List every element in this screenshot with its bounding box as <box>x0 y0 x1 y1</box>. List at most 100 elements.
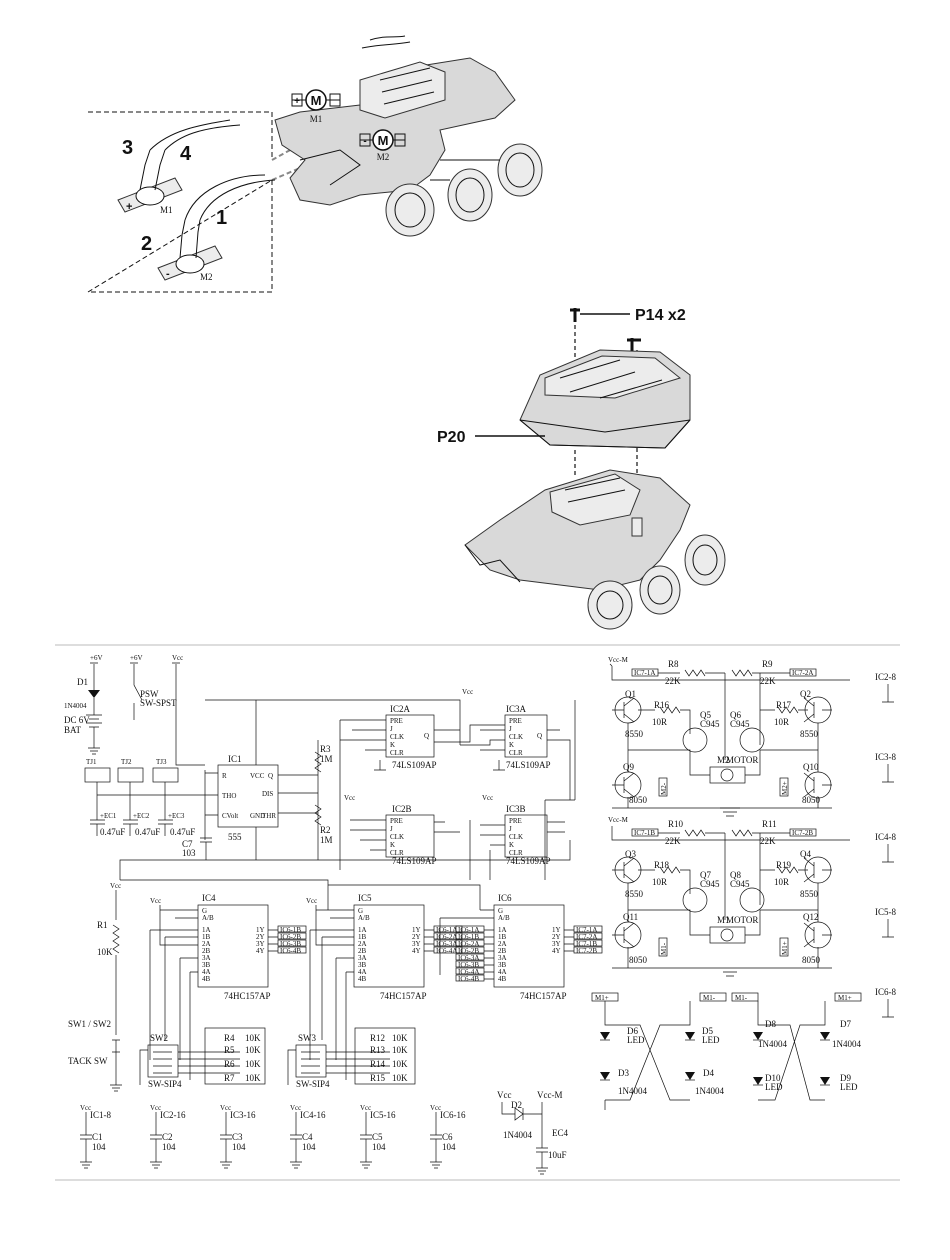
svg-text:G: G <box>358 907 363 915</box>
svg-text:CLK: CLK <box>390 833 404 841</box>
svg-text:Q3: Q3 <box>625 849 636 859</box>
svg-text:Q4: Q4 <box>800 849 811 859</box>
svg-text:C4: C4 <box>302 1132 313 1142</box>
svg-text:74LS109AP: 74LS109AP <box>506 856 551 866</box>
svg-text:103: 103 <box>182 848 196 858</box>
svg-text:SW-SPST: SW-SPST <box>140 698 177 708</box>
svg-text:10K: 10K <box>392 1033 408 1043</box>
svg-text:IC5-16: IC5-16 <box>370 1110 396 1120</box>
svg-text:IC6-3A: IC6-3A <box>458 954 479 962</box>
svg-text:IC3-16: IC3-16 <box>230 1110 256 1120</box>
svg-text:4A: 4A <box>358 968 367 976</box>
decoupling-cap-6: Vcc IC6-16 C6 104 <box>430 1104 466 1169</box>
svg-text:2B: 2B <box>498 947 507 955</box>
h-bridge-m1: Vcc-M IC7-1B IC7-2B R10 22K R11 22K Q3 8… <box>608 816 850 977</box>
svg-text:IC6-4B: IC6-4B <box>458 975 479 983</box>
svg-text:1Y: 1Y <box>412 926 421 934</box>
svg-text:MOTOR: MOTOR <box>726 755 758 765</box>
svg-text:+: + <box>294 96 300 107</box>
svg-text:74LS109AP: 74LS109AP <box>392 856 437 866</box>
svg-text:SW-SIP4: SW-SIP4 <box>296 1079 330 1089</box>
timer-section: TJ1 TJ2 TJ3 +EC1 +EC2 +EC3 0.47uF 0.47uF… <box>84 699 461 860</box>
led-indicators: M1+ M1- M1- M1+ D6 LED D5 LED D3 1N4004 … <box>591 992 861 1110</box>
svg-text:8550: 8550 <box>800 729 819 739</box>
svg-text:2Y: 2Y <box>412 933 421 941</box>
svg-text:M1-: M1- <box>660 942 668 955</box>
svg-text:LED: LED <box>627 1035 645 1045</box>
svg-text:SW-SIP4: SW-SIP4 <box>148 1079 182 1089</box>
svg-text:IC2A: IC2A <box>390 704 411 714</box>
svg-text:R19: R19 <box>776 860 792 870</box>
svg-text:22K: 22K <box>665 676 681 686</box>
svg-text:Vcc: Vcc <box>430 1104 441 1112</box>
svg-text:+EC2: +EC2 <box>133 812 150 820</box>
d1-label: D1 <box>77 677 88 687</box>
svg-text:22K: 22K <box>760 836 776 846</box>
svg-text:74HC157AP: 74HC157AP <box>380 991 427 1001</box>
svg-text:2Y: 2Y <box>256 933 265 941</box>
svg-text:104: 104 <box>302 1142 316 1152</box>
svg-text:MOTOR: MOTOR <box>726 915 758 925</box>
svg-text:IC6-4B: IC6-4B <box>280 947 301 955</box>
svg-text:3B: 3B <box>358 961 367 969</box>
svg-text:74HC157AP: 74HC157AP <box>520 991 567 1001</box>
svg-text:IC3B: IC3B <box>506 804 526 814</box>
svg-text:Vcc: Vcc <box>290 1104 301 1112</box>
svg-text:1A: 1A <box>358 926 367 934</box>
svg-text:IC7-1B: IC7-1B <box>634 829 655 837</box>
ic4-pins: G A/B 1A 1B 2A 2B 3A 3B 4A 4B 1Y 2Y 3Y 4… <box>202 907 265 983</box>
svg-text:IC6-3A: IC6-3A <box>436 940 457 948</box>
svg-text:10R: 10R <box>652 717 667 727</box>
svg-text:8550: 8550 <box>800 889 819 899</box>
ic4-mux <box>197 904 269 988</box>
svg-text:D5: D5 <box>702 1026 713 1036</box>
svg-text:SW2: SW2 <box>150 1033 168 1043</box>
svg-text:Vcc: Vcc <box>172 654 183 662</box>
svg-text:C6: C6 <box>442 1132 453 1142</box>
svg-text:4B: 4B <box>498 975 507 983</box>
svg-text:+6V: +6V <box>130 654 143 662</box>
svg-text:Vcc-M: Vcc-M <box>537 1090 563 1100</box>
cover-assembly-illustration: P14 x2 P20 <box>437 307 726 630</box>
svg-text:R: R <box>222 772 227 780</box>
svg-text:10K: 10K <box>245 1059 261 1069</box>
svg-text:IC4: IC4 <box>202 893 216 903</box>
svg-text:Vcc: Vcc <box>150 1104 161 1112</box>
svg-text:74LS109AP: 74LS109AP <box>506 760 551 770</box>
svg-text:1N4004: 1N4004 <box>832 1039 861 1049</box>
svg-text:BAT: BAT <box>64 725 82 735</box>
svg-text:A/B: A/B <box>358 914 370 922</box>
svg-text:R14: R14 <box>370 1059 386 1069</box>
svg-text:A/B: A/B <box>498 914 510 922</box>
svg-text:M1+: M1+ <box>781 941 789 955</box>
svg-text:3Y: 3Y <box>552 940 561 948</box>
svg-text:M1: M1 <box>717 915 730 925</box>
svg-text:PRE: PRE <box>509 817 522 825</box>
svg-text:4B: 4B <box>202 975 211 983</box>
svg-text:K: K <box>509 841 514 849</box>
motor-m1-letter: M <box>311 93 322 108</box>
svg-text:2B: 2B <box>202 947 211 955</box>
svg-text:1N4004: 1N4004 <box>64 702 87 710</box>
svg-text:Vcc: Vcc <box>220 1104 231 1112</box>
ic3a <box>504 714 548 758</box>
svg-text:Vcc: Vcc <box>497 1090 512 1100</box>
wire-number-2: 2 <box>141 233 152 255</box>
svg-text:C7: C7 <box>182 839 193 849</box>
svg-text:D6: D6 <box>627 1026 638 1036</box>
svg-text:2A: 2A <box>202 940 211 948</box>
ic4-output-tags: IC6-1B IC6-2B IC6-3B IC6-4B <box>268 925 307 955</box>
svg-text:R16: R16 <box>654 700 670 710</box>
svg-text:LED: LED <box>765 1082 783 1092</box>
svg-text:M1+: M1+ <box>838 994 852 1002</box>
svg-text:10R: 10R <box>774 877 789 887</box>
svg-text:IC6-8: IC6-8 <box>875 987 896 997</box>
svg-text:IC6-16: IC6-16 <box>440 1110 466 1120</box>
svg-text:C2: C2 <box>162 1132 173 1142</box>
svg-text:104: 104 <box>442 1142 456 1152</box>
svg-text:IC6-1B: IC6-1B <box>458 933 479 941</box>
svg-text:D9: D9 <box>840 1073 851 1083</box>
motor-m1-symbol: M M1 + <box>291 89 341 124</box>
svg-text:Q12: Q12 <box>803 912 819 922</box>
svg-text:R4: R4 <box>224 1033 235 1043</box>
